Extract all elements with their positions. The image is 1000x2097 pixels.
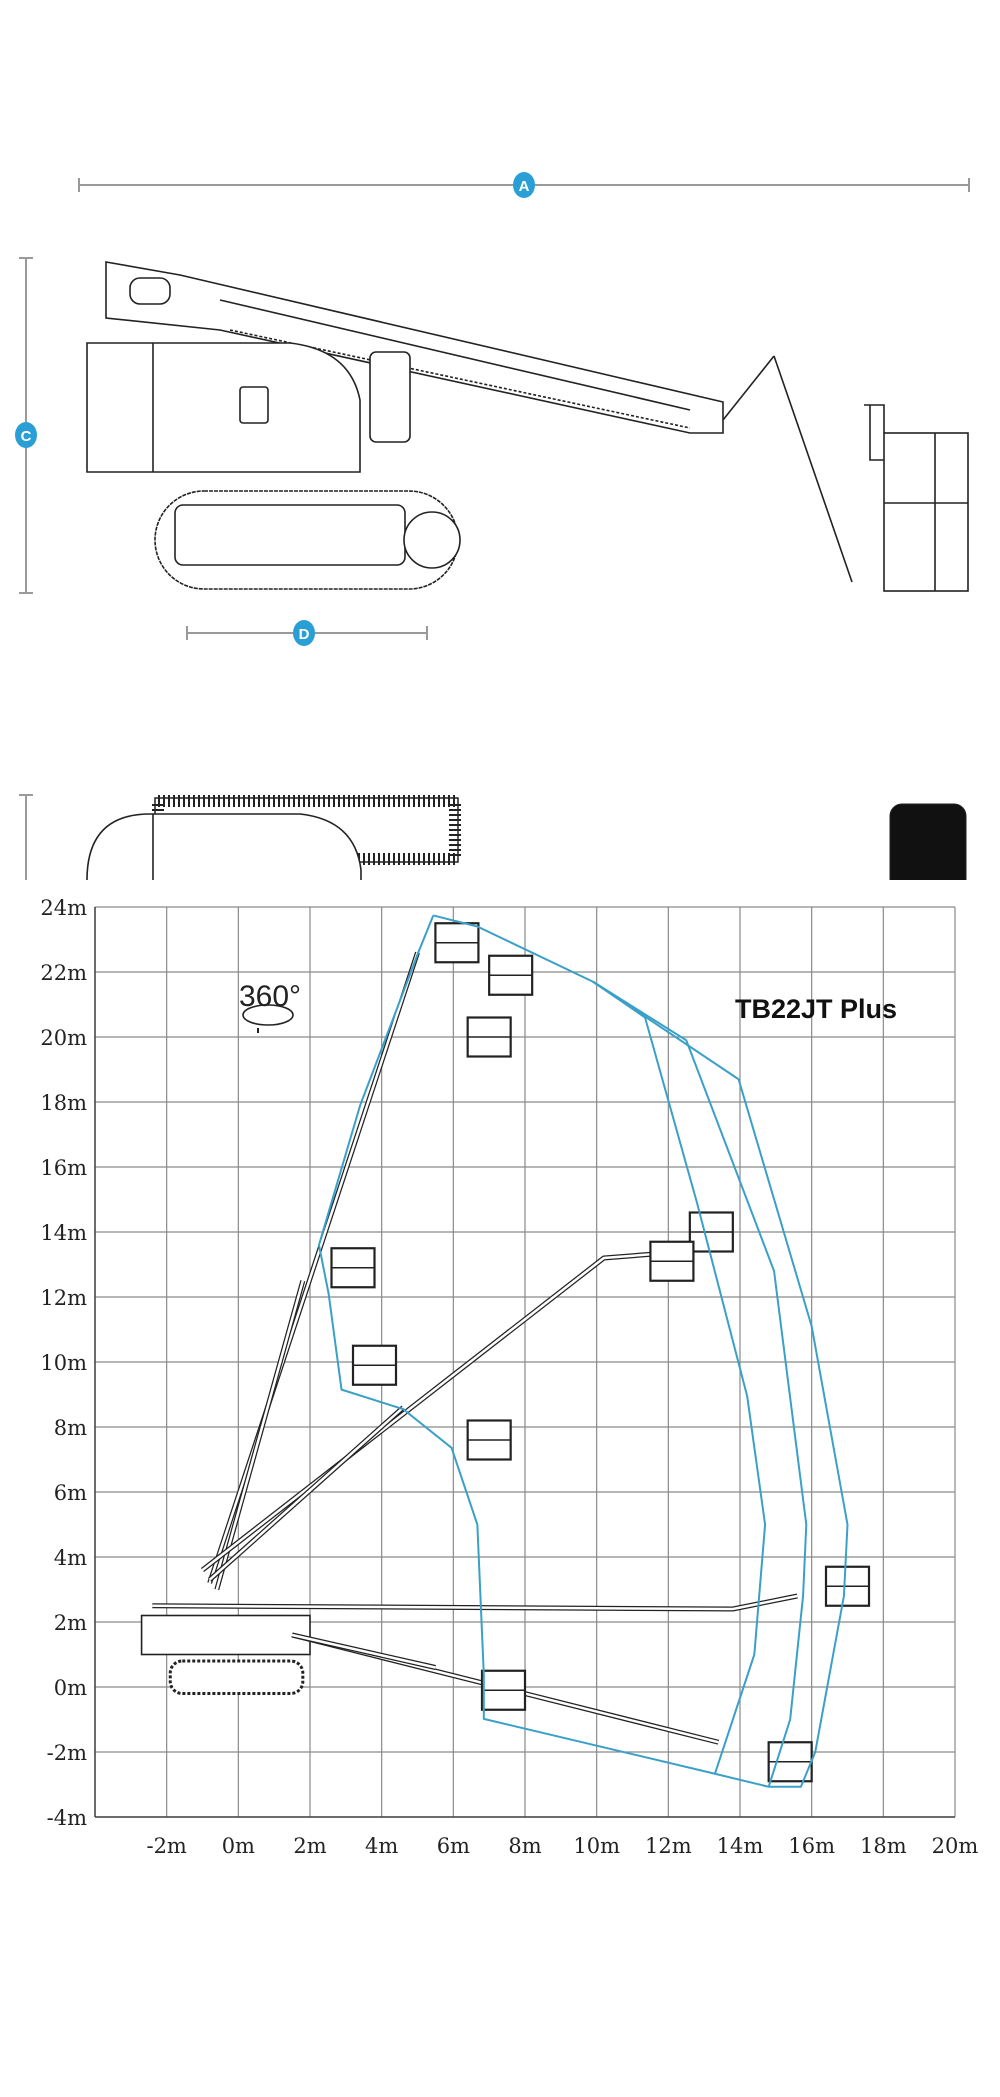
- side-view-machine: [86, 261, 969, 592]
- dimension-c: C: [15, 257, 37, 594]
- boom-horizontal-inner: [152, 1594, 798, 1611]
- x-tick-label: 8m: [508, 1834, 541, 1858]
- inner-envelope: [592, 980, 767, 1775]
- y-tick-label: 18m: [40, 1091, 87, 1115]
- machine-dimensions-drawing: A C D: [15, 172, 970, 880]
- top-view-machine: [86, 795, 967, 880]
- dimension-a: A: [78, 172, 970, 198]
- y-tick-label: -4m: [47, 1806, 87, 1830]
- y-tick-label: 2m: [54, 1611, 87, 1635]
- axis-ticks: -2m 0m 2m 4m 6m 8m 10m 12m 14m 16m 18m 20m 24m 22m 20m…: [40, 896, 978, 1858]
- working-envelopes: [317, 914, 849, 1788]
- y-tick-label: 8m: [54, 1416, 87, 1440]
- x-tick-label: 2m: [293, 1834, 326, 1858]
- x-tick-label: -2m: [146, 1834, 186, 1858]
- y-tick-label: 6m: [54, 1481, 87, 1505]
- y-tick-label: -2m: [47, 1741, 87, 1765]
- boom-diagonal-retracted-inner: [208, 1406, 404, 1581]
- y-tick-label: 14m: [40, 1221, 87, 1245]
- y-tick-label: 24m: [40, 896, 87, 920]
- y-tick-label: 16m: [40, 1156, 87, 1180]
- x-tick-label: 0m: [222, 1834, 255, 1858]
- x-tick-label: 18m: [860, 1834, 907, 1858]
- y-tick-label: 4m: [54, 1546, 87, 1570]
- y-tick-label: 10m: [40, 1351, 87, 1375]
- x-tick-label: 6m: [437, 1834, 470, 1858]
- chart-title: TB22JT Plus: [735, 994, 897, 1024]
- outer-envelope: [317, 914, 849, 1788]
- dimension-a-label: A: [519, 178, 530, 195]
- boom-down-retracted-inner: [291, 1633, 436, 1669]
- dimension-d-label: D: [299, 626, 310, 643]
- y-tick-label: 12m: [40, 1286, 87, 1310]
- x-tick-label: 4m: [365, 1834, 398, 1858]
- dimension-d: D: [186, 620, 428, 646]
- y-tick-label: 20m: [40, 1026, 87, 1050]
- boom-vertical-inner: [208, 952, 419, 1584]
- y-tick-label: 0m: [54, 1676, 87, 1700]
- middle-envelope: [592, 980, 808, 1788]
- x-tick-label: 16m: [788, 1834, 835, 1858]
- dimension-c-label: C: [21, 428, 32, 445]
- machine-track: [168, 1659, 305, 1695]
- machine-body: [140, 1614, 311, 1656]
- boom-vertical-retracted-inner: [215, 1280, 305, 1590]
- x-tick-label: 12m: [645, 1834, 692, 1858]
- y-tick-label: 22m: [40, 961, 87, 985]
- machine-boom-positions: [140, 922, 871, 1783]
- rotation-icon: [242, 1004, 294, 1033]
- x-tick-label: 14m: [717, 1834, 764, 1858]
- x-tick-label: 10m: [573, 1834, 620, 1858]
- x-tick-label: 20m: [932, 1834, 979, 1858]
